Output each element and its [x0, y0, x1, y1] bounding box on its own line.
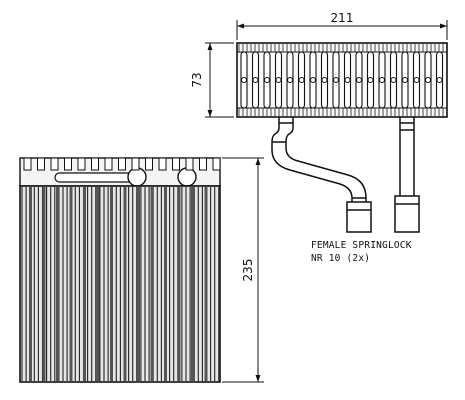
width-dimension-label: 211: [331, 11, 354, 25]
fitting-note-line1: FEMALE SPRINGLOCK: [311, 240, 412, 251]
front-view-port-right: [177, 167, 197, 187]
fitting-note-line2: NR 10 (2x): [311, 253, 370, 264]
fitting-note: FEMALE SPRINGLOCK NR 10 (2x): [311, 240, 412, 264]
top-view: [236, 42, 448, 118]
width-dimension: 211: [236, 11, 448, 40]
springlock-fitting-right: [394, 195, 420, 233]
outlet-pipe-bent: [271, 117, 367, 232]
front-view-header-tubes: [23, 157, 221, 171]
front-view: [19, 157, 221, 383]
top-view-frame: [236, 42, 448, 118]
front-view-port-left: [127, 167, 147, 187]
height-dimension: 235: [222, 157, 264, 383]
inlet-pipe-straight: [399, 117, 415, 202]
height-dimension-label: 235: [241, 259, 255, 282]
springlock-fitting-left: [346, 201, 372, 233]
depth-dimension-label: 73: [190, 72, 204, 87]
top-view-tube-holes: [241, 77, 443, 83]
depth-dimension: 73: [190, 42, 234, 118]
front-view-fins: [21, 187, 220, 381]
